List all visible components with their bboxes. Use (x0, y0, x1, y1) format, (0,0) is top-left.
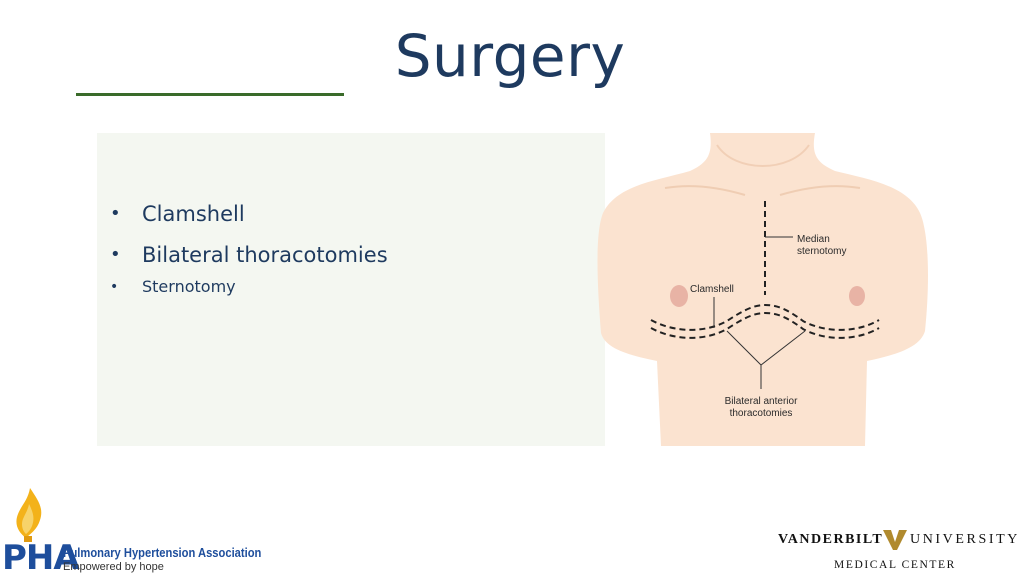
pha-logo-letters: PHA (2, 538, 80, 576)
bullet-dot: • (110, 279, 119, 295)
bullet-text: Bilateral thoracotomies (142, 243, 388, 267)
slide-title: Surgery (394, 22, 626, 90)
vanderbilt-wordmark-right: UNIVERSITY (910, 532, 1020, 547)
vanderbilt-logo: VANDERBILT UNIVERSITY MEDICAL CENTER (776, 526, 1020, 576)
bullet-list: • Clamshell • Bilateral thoracotomies • … (108, 197, 388, 300)
torch-flame-icon (16, 488, 42, 542)
vanderbilt-wordmark-left: VANDERBILT (778, 532, 884, 547)
oak-leaf-v-icon (883, 530, 907, 550)
clamshell-incision-lower (650, 311, 880, 339)
nipple-right (849, 286, 865, 306)
bilateral-label-line1: Bilateral anterior (725, 396, 798, 407)
nipple-left (670, 285, 688, 307)
bullet-item-clamshell: • Clamshell (108, 197, 388, 238)
chest-incision-illustration: Median sternotomy Clamshell Bilateral an… (595, 133, 930, 446)
collarbone-right (779, 185, 861, 196)
pha-organization-name: Pulmonary Hypertension Association (63, 545, 262, 560)
bullet-text: Sternotomy (142, 277, 236, 296)
clamshell-incision-upper (650, 303, 880, 331)
bullet-item-sternotomy: • Sternotomy (108, 274, 388, 300)
vanderbilt-subtitle: MEDICAL CENTER (834, 559, 956, 571)
median-label-line2: sternotomy (797, 246, 846, 257)
bullet-dot: • (110, 244, 121, 265)
pha-tagline: Empowered by hope (63, 561, 164, 573)
content-box (97, 133, 605, 446)
pha-logo: PHA Pulmonary Hypertension Association E… (0, 486, 261, 576)
bullet-text: Clamshell (142, 202, 245, 226)
clamshell-label: Clamshell (690, 284, 734, 295)
bilateral-label-line2: thoracotomies (730, 408, 793, 419)
neck-shading (716, 144, 810, 167)
chest-diagram: Median sternotomy Clamshell Bilateral an… (597, 133, 928, 446)
torso-shape (597, 133, 928, 446)
median-label-line1: Median (797, 234, 830, 245)
bilateral-leader-left (726, 330, 762, 366)
bilateral-leader-right (760, 330, 806, 366)
bullet-item-bilateral-thoracotomies: • Bilateral thoracotomies (108, 238, 388, 274)
title-accent-line (76, 93, 344, 96)
collarbone-left (664, 185, 746, 196)
bullet-dot: • (110, 203, 121, 224)
